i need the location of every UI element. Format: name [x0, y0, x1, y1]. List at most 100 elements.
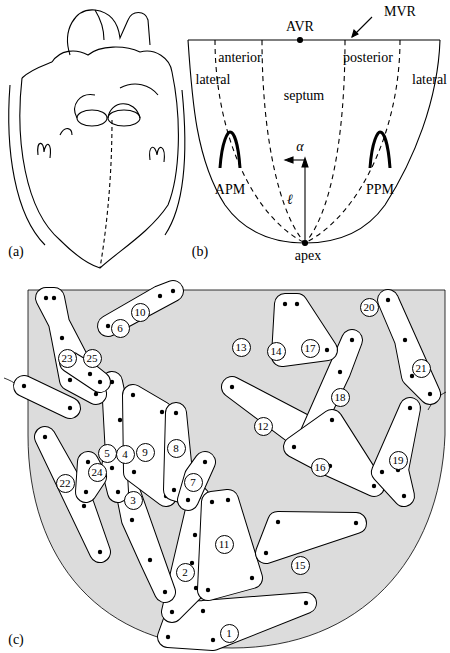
callout-text: 8: [173, 443, 179, 454]
electrode-dot: [170, 610, 174, 614]
cluster-border: [112, 382, 120, 492]
electrode-dot: [276, 520, 280, 524]
label-text: posterior: [343, 51, 393, 65]
electrode-dot: [98, 380, 102, 384]
callout-number: 14: [267, 342, 286, 361]
electrode-dot: [304, 601, 308, 605]
electrode-dot: [52, 296, 56, 300]
cluster-fill: [172, 497, 199, 612]
cluster-fill: [208, 500, 252, 590]
cluster-outline: [280, 302, 329, 358]
electrode-dot: [325, 348, 329, 352]
electrode-dot: [148, 558, 152, 562]
callout-text: 4: [122, 449, 128, 460]
callout-text: 14: [271, 346, 282, 357]
electrode-dot: [226, 498, 230, 502]
heart-drawing: [9, 10, 185, 268]
callout-text: 23: [62, 353, 73, 364]
electrode-dot: [186, 498, 190, 502]
callout-number: 3: [124, 491, 143, 510]
cluster-border: [266, 522, 356, 553]
callout-text: 17: [305, 343, 316, 354]
label-text: lateral: [412, 73, 447, 87]
label-text: PPM: [366, 183, 394, 197]
callout-number: 12: [254, 417, 273, 436]
map-ground: [4, 290, 446, 648]
electrode-dot: [43, 435, 47, 439]
electrode-dot: [206, 588, 210, 592]
callout-text: 21: [416, 363, 427, 374]
cluster-border: [24, 386, 70, 408]
electrode-dot: [68, 406, 72, 410]
electrode-dot: [354, 521, 358, 525]
electrode-dot: [132, 470, 136, 474]
cluster-border: [172, 497, 199, 612]
electrode-dot: [380, 470, 384, 474]
electrode-dot: [158, 294, 162, 298]
electrode-dot: [428, 392, 432, 396]
callout-text: 13: [236, 342, 247, 353]
electrode-dot: [86, 460, 90, 464]
electrode-dot: [172, 488, 176, 492]
electrode-dot: [292, 445, 296, 449]
electrode-dot: [166, 635, 170, 639]
electrode-dot: [402, 494, 406, 498]
callout-number: 15: [291, 556, 310, 575]
electrode-dot: [130, 518, 134, 522]
electrode-dot: [22, 384, 26, 388]
electrode-dot: [350, 338, 354, 342]
electrode-dot: [250, 576, 254, 580]
cluster-outlines: [22, 289, 432, 642]
callout-number: 17: [301, 339, 320, 358]
callout-number: 11: [215, 535, 234, 554]
callout-text: 5: [104, 448, 110, 459]
callout-number: 2: [176, 563, 195, 582]
electrode-dot: [372, 484, 376, 488]
cluster-fill: [133, 395, 166, 496]
electrode-dot: [44, 296, 48, 300]
label-text: (c): [8, 633, 24, 647]
electrode-dot: [68, 378, 72, 382]
callout-text: 24: [92, 467, 103, 478]
electrode-dot: [210, 500, 214, 504]
callout-text: 25: [87, 353, 98, 364]
electrode-dot: [330, 418, 334, 422]
electrode-dot: [98, 550, 102, 554]
cluster-outline: [264, 520, 358, 555]
electrode-dot: [163, 590, 167, 594]
cluster-border: [45, 437, 100, 552]
electrode-dot: [338, 370, 342, 374]
callout-text: 19: [393, 455, 404, 466]
electrode-dot: [60, 336, 64, 340]
cluster-fill: [382, 408, 410, 496]
cluster-outline: [131, 393, 168, 498]
electrode-dot: [82, 504, 86, 508]
electrode-dot: [118, 418, 122, 422]
cluster-fill: [294, 420, 374, 486]
callout-text: 16: [315, 462, 326, 473]
cluster-border: [133, 395, 166, 496]
callout-text: 18: [335, 392, 346, 403]
electrode-dot: [408, 406, 412, 410]
callout-number: 8: [167, 439, 186, 458]
callout-text: 12: [258, 421, 269, 432]
label-text: AVR: [286, 20, 314, 34]
callout-text: 20: [364, 302, 375, 313]
callout-number: 23: [58, 349, 77, 368]
electrode-dot: [386, 298, 390, 302]
callout-text: 22: [60, 478, 71, 489]
cluster-outline: [206, 498, 254, 592]
callout-text: 3: [130, 495, 136, 506]
electrode-dot: [116, 490, 120, 494]
electrode-dot: [160, 410, 164, 414]
cluster-border: [382, 408, 410, 496]
cluster-fill: [45, 437, 100, 552]
cluster-outline: [380, 406, 412, 498]
cluster-fill: [282, 304, 327, 356]
electrode-dot: [88, 372, 92, 376]
label-text: apex: [295, 249, 321, 263]
callout-number: 5: [98, 444, 117, 463]
label-text: ℓ: [287, 193, 293, 207]
